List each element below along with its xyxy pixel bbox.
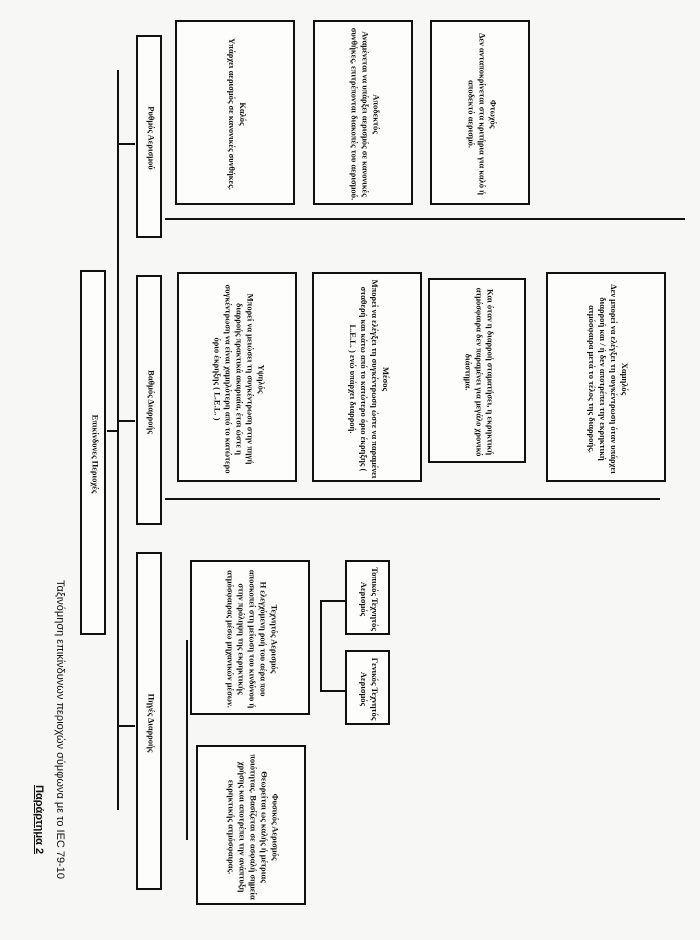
- degree-low-box: Χαμηλός Δεν μπορεί να ελέγξει τη συγκέντ…: [546, 272, 666, 482]
- artificial-text: Η ελεγχόμενη ροή του αέρα που αποσκοπεί …: [225, 569, 269, 709]
- high-text: Μπορεί να μειώσει τη συγκέντρωση στην πη…: [212, 284, 256, 474]
- connector-line: [186, 640, 188, 840]
- fair-text: Αναμένεται να υπάρξει αερισμός σε κανονι…: [349, 27, 371, 201]
- low-text: Δεν μπορεί να ελέγξει τη συγκέντρωση ότα…: [587, 284, 619, 474]
- connector-line: [107, 430, 118, 432]
- category-ventilation-node: Ρυθμός Αερισμού: [136, 35, 162, 238]
- vent-fair-box: Αποδεκτός Αναμένεται να υπάρξει αερισμός…: [313, 20, 413, 205]
- high-title: Υψηλός: [256, 364, 267, 394]
- connector-line: [117, 725, 135, 727]
- vent-good-box: Καλός Υπάρχει αερισμός σε κανονικές συνθ…: [175, 20, 295, 205]
- poor-title: Φτωχός: [488, 99, 499, 129]
- natural-ventilation-box: Φυσικός Αερισμός Θεωρείται ως καλής ή μέ…: [196, 745, 306, 905]
- connector-line: [320, 600, 322, 690]
- good-title: Καλός: [238, 102, 248, 126]
- category-degree-node: Βαθμός Διαρροής: [136, 275, 162, 525]
- medium-text: Μπορεί να ελέγξει τη συγκέντρωση ώστε να…: [348, 279, 380, 479]
- local-ventilation-box: Τοπικός Τεχνητός Αερισμός: [345, 560, 390, 635]
- general-ventilation-box: Γενικός Τεχνητός Αερισμός: [345, 650, 390, 725]
- medium-title: Μέσος: [381, 366, 391, 392]
- connector-line: [165, 218, 685, 220]
- degree-high-box: Υψηλός Μπορεί να μειώσει τη συγκέντρωση …: [177, 272, 297, 482]
- connector-line: [117, 70, 119, 810]
- page-caption: Παράρτημα 2: [33, 785, 45, 855]
- connector-line: [320, 690, 345, 692]
- medium-note-text: Και όταν η διαρροή σταματήσει, η εκρηκτι…: [463, 287, 496, 457]
- poor-text: Δεν ανταποκρίνεται στα κριτήρια για καλό…: [466, 33, 488, 195]
- page-subtitle: Ταξινόμηση επικίνδυνων περιοχών σύμφωνα …: [54, 580, 66, 880]
- natural-title: Φυσικός Αερισμός: [270, 793, 281, 861]
- category-release-node: Πηγές Διαρροής: [136, 552, 162, 890]
- degree-medium-box: Μέσος Μπορεί να ελέγξει τη συγκέντρωση ώ…: [312, 272, 422, 482]
- root-node: Επικίνδυνες Περιοχές: [80, 270, 106, 635]
- connector-line: [117, 420, 135, 422]
- degree-medium-note-box: Και όταν η διαρροή σταματήσει, η εκρηκτι…: [428, 278, 526, 463]
- connector-line: [165, 498, 660, 500]
- good-text: Υπάρχει αερισμός σε κανονικές συνθήκες.: [227, 38, 237, 190]
- connector-line: [117, 143, 135, 145]
- artificial-ventilation-box: Τεχνητός Αερισμός Η ελεγχόμενη ροή του α…: [190, 560, 310, 715]
- low-title: Χαμηλός: [620, 362, 630, 396]
- artificial-title: Τεχνητός Αερισμός: [269, 604, 280, 674]
- natural-text: Θεωρείται ως καλής ή μέτριας ποιότητας. …: [226, 754, 270, 900]
- vent-poor-box: Φτωχός Δεν ανταποκρίνεται στα κριτήρια γ…: [430, 20, 530, 205]
- connector-line: [320, 600, 345, 602]
- fair-title: Αποδεκτός: [371, 94, 382, 134]
